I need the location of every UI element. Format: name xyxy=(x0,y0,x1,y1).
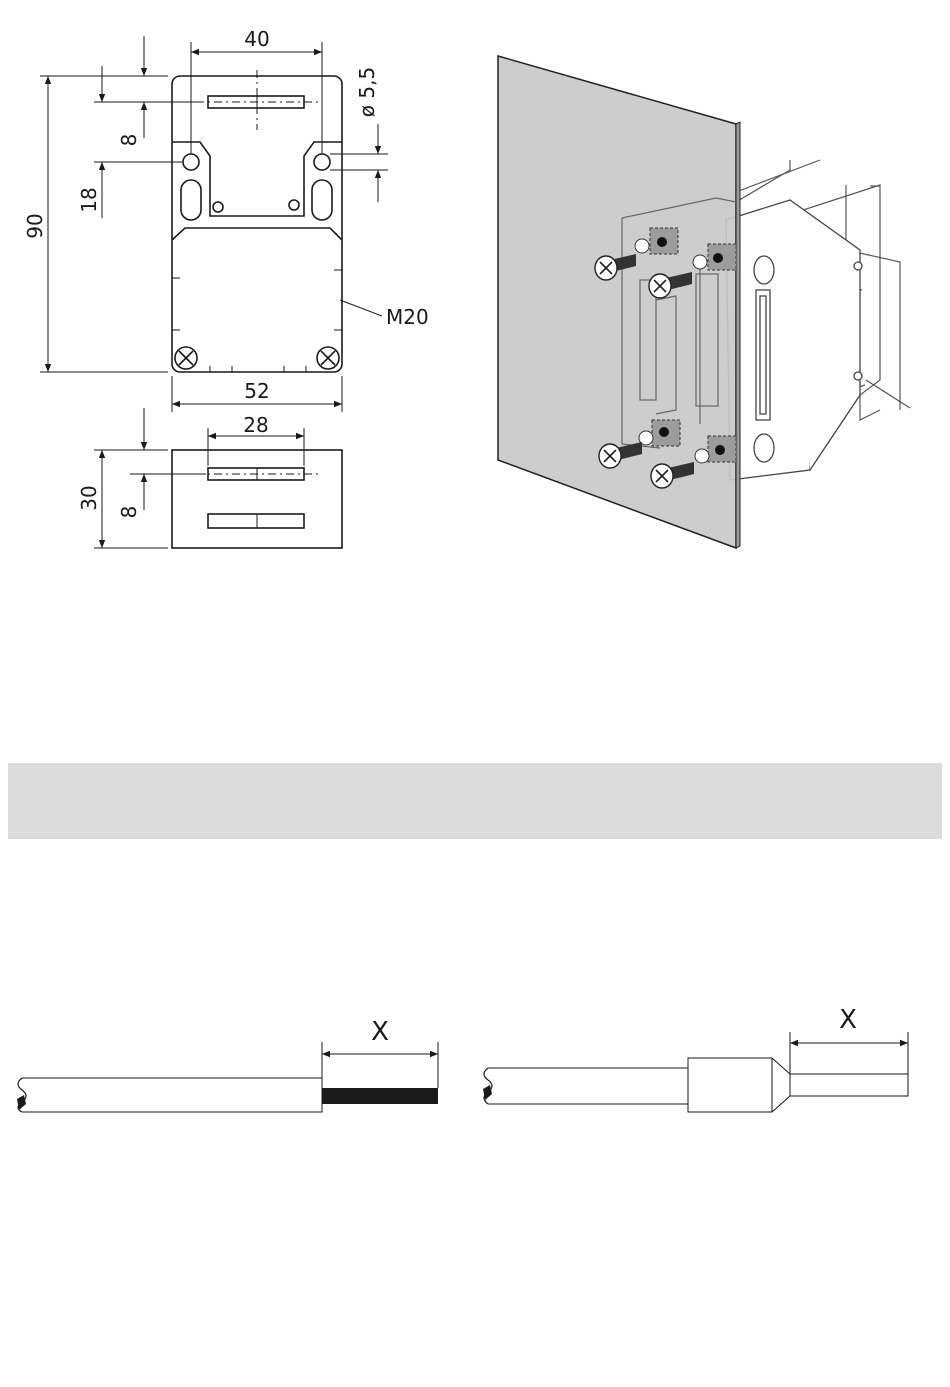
switch-side-view: 28 30 8 xyxy=(77,408,342,548)
dim-label-55: ø 5,5 xyxy=(355,67,379,117)
switch-top-view: 40 52 90 18 8 ø 5,5 M20 xyxy=(23,27,429,412)
dim-label-18: 18 xyxy=(77,187,101,212)
cover-screw-left xyxy=(175,347,197,369)
wire-insulation-right xyxy=(488,1068,688,1104)
mounting-illustration xyxy=(498,56,910,548)
slot-right xyxy=(312,180,332,220)
wire-stripped-bare: X xyxy=(17,1017,438,1112)
dim-label-8-side: 8 xyxy=(117,506,141,519)
cover-screw-right xyxy=(317,347,339,369)
wire-insulation xyxy=(22,1078,322,1112)
ferrule-collar xyxy=(688,1058,772,1112)
side-key-slot-lower xyxy=(208,514,304,528)
strip-length-label-left: X xyxy=(371,1017,389,1047)
head-base-outline xyxy=(172,228,342,240)
switch-body-outline xyxy=(172,76,342,372)
dim-label-8-top: 8 xyxy=(117,134,141,147)
dim-label-52: 52 xyxy=(244,379,269,403)
wire-with-ferrule: X xyxy=(483,1005,908,1112)
side-body-outline xyxy=(172,450,342,548)
strip-length-label-right: X xyxy=(839,1005,857,1035)
slot-left xyxy=(181,180,201,220)
ferrule-taper xyxy=(772,1058,790,1112)
dim-label-28: 28 xyxy=(243,413,268,437)
dim-label-40: 40 xyxy=(244,27,269,51)
dim-label-30: 30 xyxy=(77,485,101,510)
head-outline xyxy=(172,142,342,216)
dim-label-90: 90 xyxy=(23,213,47,238)
thread-label-m20: M20 xyxy=(386,305,429,329)
mounting-hole-right xyxy=(314,154,330,170)
bare-conductor xyxy=(322,1088,438,1104)
ferrule-sleeve xyxy=(790,1074,908,1096)
mounting-hole-left xyxy=(183,154,199,170)
